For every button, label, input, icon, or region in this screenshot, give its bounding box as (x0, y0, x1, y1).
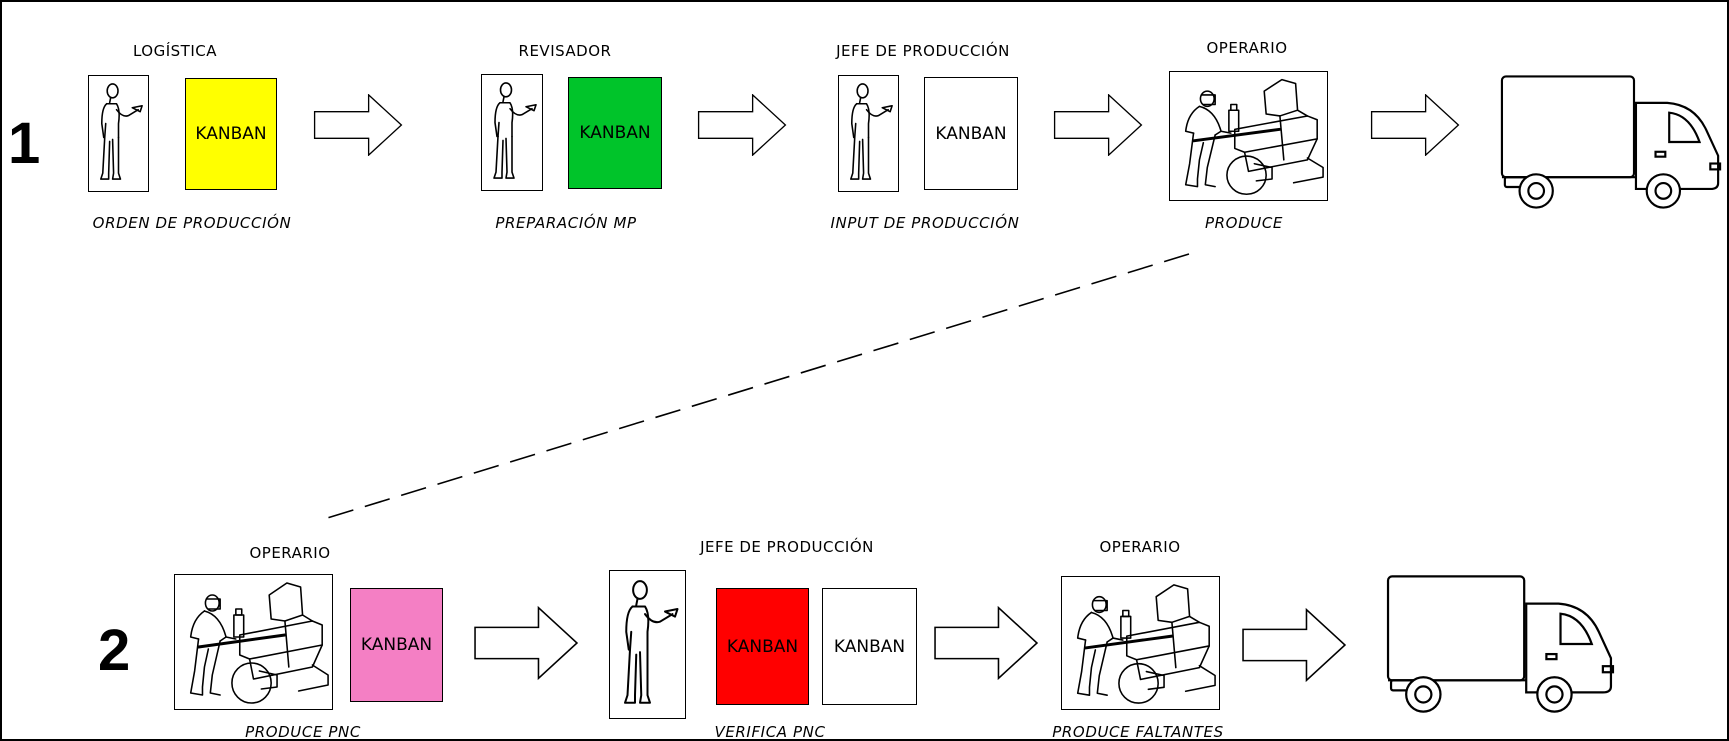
dashed-connector (323, 253, 1190, 520)
arrow-icon (313, 94, 403, 156)
role-label: OPERARIO (1099, 538, 1181, 556)
person-icon (838, 75, 899, 192)
action-label: ORDEN DE PRODUCCIÓN (92, 214, 292, 232)
kanban-label: KANBAN (195, 124, 267, 144)
arrow-icon (697, 94, 787, 156)
kanban-card-green: KANBAN (568, 77, 662, 189)
person-icon (88, 75, 149, 192)
arrow-icon (1053, 94, 1143, 156)
kanban-card-yellow: KANBAN (185, 78, 277, 190)
kanban-card-white: KANBAN (822, 588, 917, 705)
action-label: PRODUCE PNC (245, 723, 361, 741)
action-label: VERIFICA PNC (714, 723, 826, 741)
role-label: JEFE DE PRODUCCIÓN (700, 538, 874, 556)
role-label: REVISADOR (518, 42, 612, 60)
kanban-label: KANBAN (726, 636, 799, 657)
action-label: PREPARACIÓN MP (495, 214, 637, 232)
truck-icon (1386, 575, 1615, 713)
person-icon (481, 74, 543, 191)
kanban-label: KANBAN (935, 123, 1007, 144)
arrow-icon (474, 606, 578, 680)
arrow-icon (934, 606, 1038, 680)
role-label: OPERARIO (1206, 39, 1288, 57)
operator-machine-icon (174, 574, 333, 710)
kanban-card-white: KANBAN (924, 77, 1018, 190)
row-number-2: 2 (98, 618, 131, 683)
row-number-1: 1 (8, 111, 41, 176)
operator-machine-icon (1061, 576, 1220, 710)
kanban-label: KANBAN (833, 636, 906, 657)
role-label: JEFE DE PRODUCCIÓN (836, 42, 1010, 60)
kanban-label: KANBAN (360, 635, 433, 655)
action-label: PRODUCE FALTANTES (1052, 723, 1224, 741)
kanban-card-pink: KANBAN (350, 588, 443, 702)
truck-icon (1500, 75, 1722, 209)
action-label: INPUT DE PRODUCCIÓN (830, 214, 1020, 232)
action-label: PRODUCE (1205, 214, 1283, 232)
arrow-icon (1370, 94, 1460, 156)
operator-machine-icon (1169, 71, 1328, 201)
role-label: LOGÍSTICA (132, 42, 218, 60)
role-label: OPERARIO (249, 544, 331, 562)
arrow-icon (1242, 608, 1346, 682)
person-icon (609, 570, 686, 719)
kanban-label: KANBAN (579, 123, 651, 143)
kanban-card-red: KANBAN (716, 588, 809, 705)
